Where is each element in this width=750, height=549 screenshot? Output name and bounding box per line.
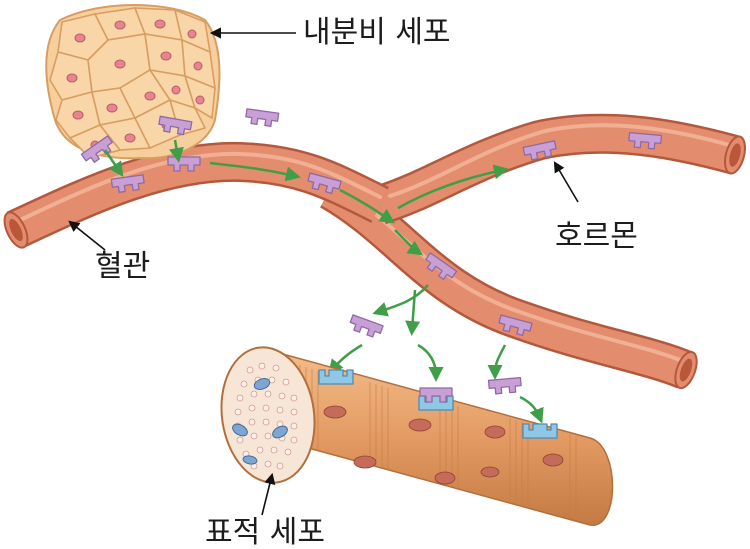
pointer-hormone [553,161,579,203]
target-cell [220,346,614,526]
receptor-3 [522,423,558,439]
endocrine-cell-cluster [45,4,221,167]
label-blood-vessel: 혈관 [95,249,151,284]
label-hormone: 호르몬 [555,219,638,254]
pointer-target-cell [261,472,276,516]
blood-vessel [3,113,746,390]
label-pointers [68,27,579,516]
pointer-blood-vessel [68,220,106,251]
label-endocrine-cell: 내분비 세포 [303,15,451,50]
receptor-2 [418,395,454,411]
receptor-1 [318,369,354,385]
label-target-cell: 표적 세포 [205,515,325,549]
